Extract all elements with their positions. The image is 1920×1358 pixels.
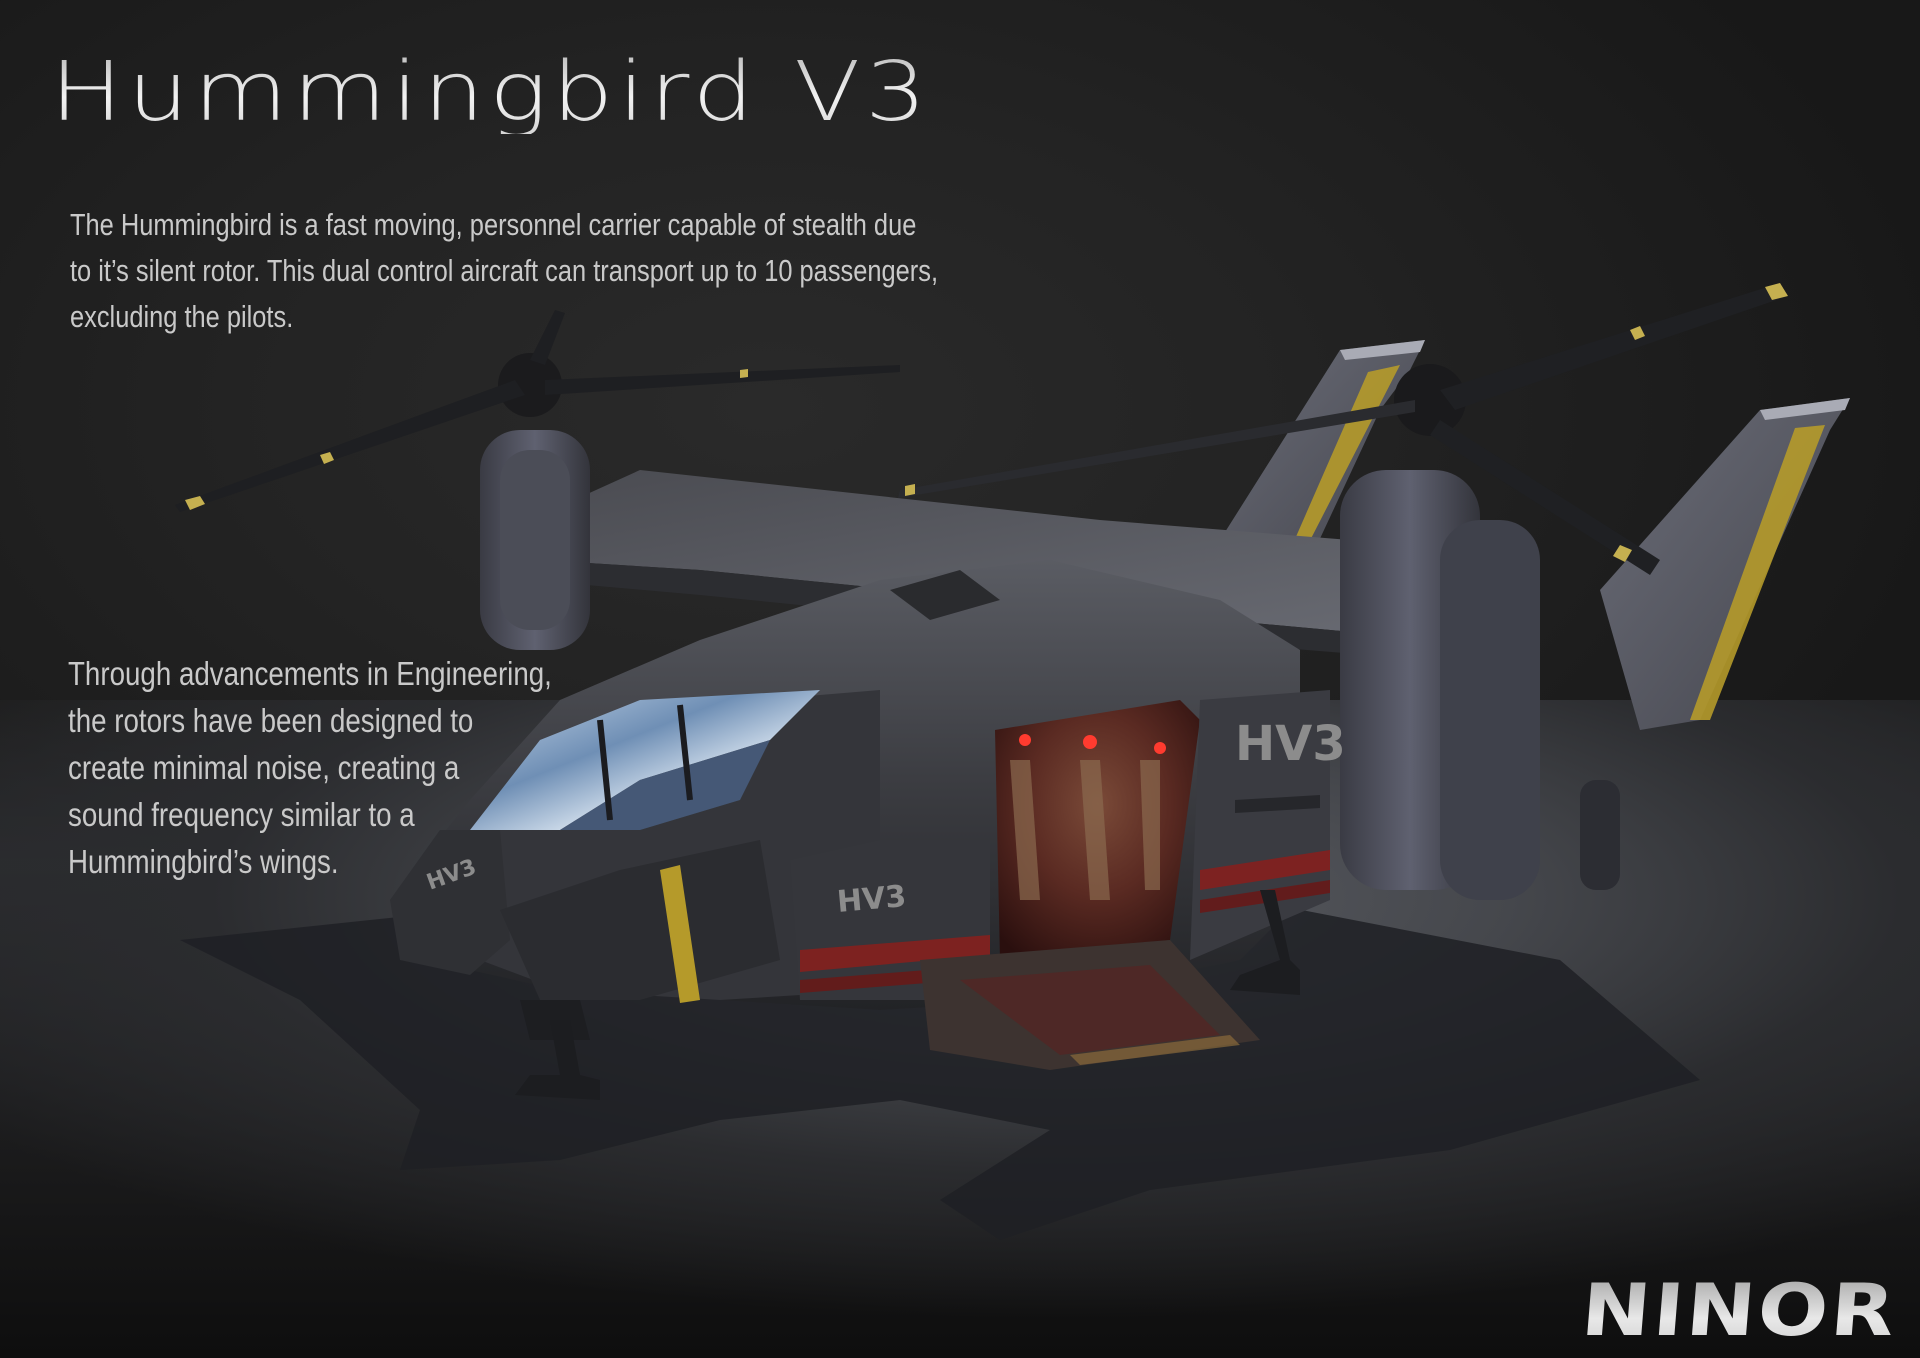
description-intro-line: to it’s silent rotor. This dual control …	[70, 253, 939, 288]
cargo-ramp	[920, 940, 1260, 1070]
nose: HV3	[390, 830, 510, 975]
rotor-left	[175, 310, 900, 512]
description-engineering-line: the rotors have been designed to	[68, 702, 474, 739]
rear-panel: HV3	[1190, 690, 1346, 960]
nacelle-left	[480, 430, 590, 650]
rotor-right	[898, 283, 1788, 575]
description-engineering-line: create minimal noise, creating a	[68, 749, 460, 786]
description-intro-line: The Hummingbird is a fast moving, person…	[70, 207, 917, 242]
rear-marking: HV3	[1235, 716, 1346, 772]
nacelle-right	[1340, 470, 1620, 900]
brand-logo: NINOR	[1578, 1268, 1901, 1352]
page-title: Hummingbird V3	[50, 45, 932, 140]
description-intro: The Hummingbird is a fast moving, person…	[70, 202, 972, 340]
description-intro-line: excluding the pilots.	[70, 299, 294, 334]
canopy	[470, 690, 820, 830]
description-engineering-line: Hummingbird’s wings.	[68, 843, 339, 880]
description-engineering: Through advancements in Engineering, the…	[68, 650, 572, 885]
description-engineering-line: Through advancements in Engineering,	[68, 655, 552, 692]
description-engineering-line: sound frequency similar to a	[68, 796, 415, 833]
cargo-bay	[995, 700, 1200, 960]
side-marking: HV3	[836, 879, 908, 920]
landing-gear	[515, 890, 1300, 1100]
tail-fin-right	[1600, 398, 1850, 730]
